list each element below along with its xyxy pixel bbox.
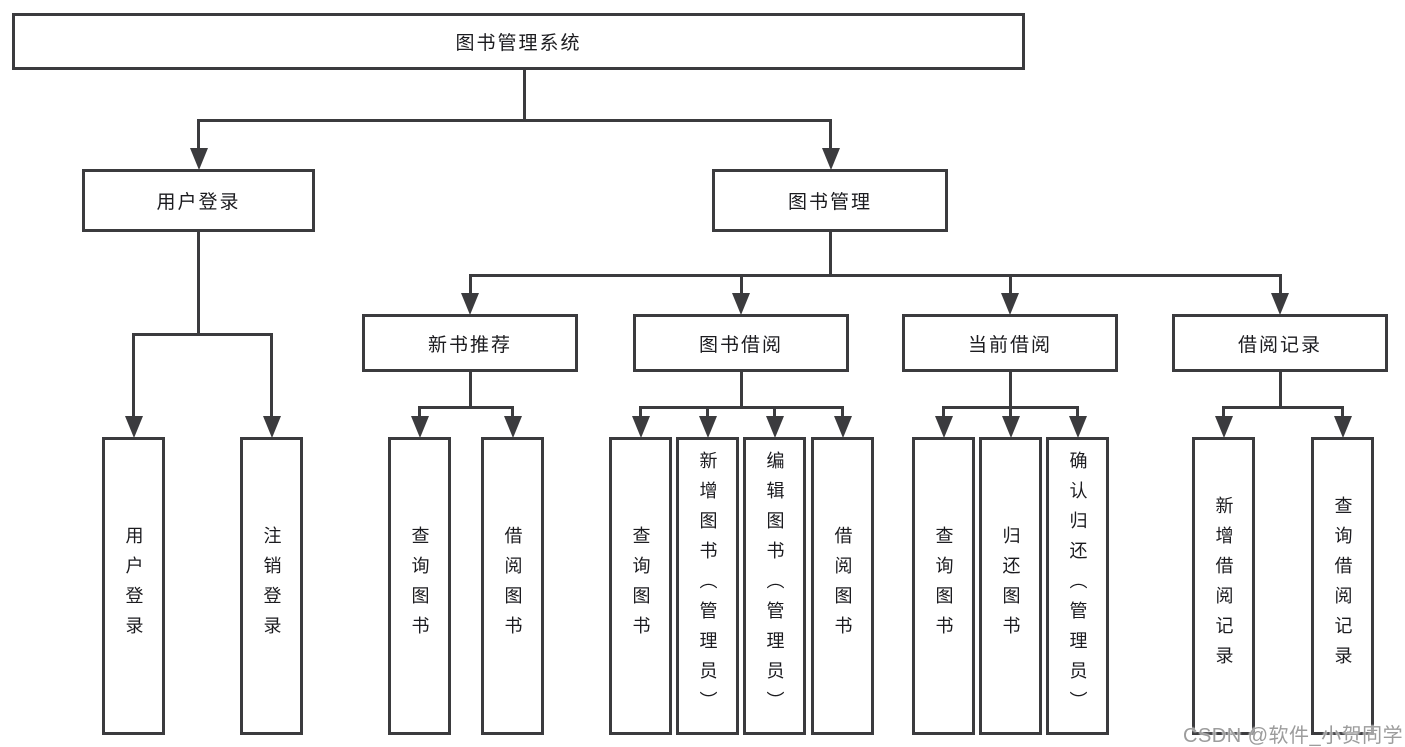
arrowhead-borrow-rec	[1271, 293, 1289, 315]
leaf-borrow-books-label: 借阅图书	[832, 526, 853, 646]
leaf-query-borrow-record: 查询借阅记录	[1311, 437, 1374, 735]
connector-bookborrow-crossbar	[639, 406, 844, 409]
leaf-query-books-current-label: 查询图书	[933, 526, 954, 646]
arrowhead-curr-borrow	[1001, 293, 1019, 315]
connector-drop-leaf	[706, 406, 709, 419]
connector-drop-leaf	[1076, 406, 1079, 419]
arrowhead-leaf	[503, 416, 522, 438]
csdn-watermark: CSDN @软件_小贺同学	[1183, 725, 1404, 747]
leaf-logout-label: 注销登录	[261, 526, 282, 646]
connector-drop-book-borrow	[739, 274, 743, 293]
leaf-user-login-label: 用户登录	[123, 526, 144, 646]
arrowhead-leaf	[410, 416, 429, 438]
node-new-book-rec-label: 新书推荐	[427, 334, 512, 356]
connector-bookmgmt-crossbar	[468, 274, 1282, 277]
connector-bookmgmt-stem	[829, 232, 832, 277]
connector-drop-leaf	[1009, 406, 1012, 419]
node-new-book-rec: 新书推荐	[362, 314, 578, 372]
leaf-confirm-return-admin: 确认归还（管理员）	[1046, 437, 1109, 735]
leaf-add-books-admin-label: 新增图书（管理员）	[697, 451, 718, 721]
connector-drop-leaf	[841, 406, 844, 419]
leaf-borrow-books-rec: 借阅图书	[481, 437, 544, 735]
node-current-borrow-label: 当前借阅	[967, 334, 1052, 356]
arrowhead-logout-leaf	[262, 416, 281, 438]
arrowhead-leaf	[765, 416, 784, 438]
connector-borrowrec-stem	[1278, 372, 1282, 409]
connector-drop-leaf	[1341, 406, 1344, 419]
arrowhead-leaf	[698, 416, 717, 438]
leaf-return-books-label: 归还图书	[1000, 526, 1021, 646]
connector-drop-leaf	[942, 406, 945, 419]
connector-userlogin-stem	[197, 232, 200, 336]
connector-drop-leaf	[773, 406, 776, 419]
node-user-login-label: 用户登录	[156, 192, 241, 213]
connector-bookborrow-stem	[739, 372, 743, 409]
node-user-login: 用户登录	[82, 169, 315, 232]
leaf-borrow-books-rec-label: 借阅图书	[502, 526, 523, 646]
arrowhead-leaf	[1333, 416, 1352, 438]
leaf-confirm-return-admin-label: 确认归还（管理员）	[1067, 451, 1088, 721]
connector-drop-new-book	[468, 274, 472, 293]
arrowhead-book-borrow	[732, 293, 750, 315]
connector-drop-leaf	[511, 406, 514, 419]
node-book-borrow-label: 图书借阅	[698, 334, 783, 356]
leaf-edit-books-admin-label: 编辑图书（管理员）	[764, 451, 785, 721]
connector-root-stem	[522, 70, 526, 122]
connector-drop-book-mgmt	[829, 119, 832, 148]
node-book-borrow: 图书借阅	[633, 314, 849, 372]
connector-drop-curr-borrow	[1008, 274, 1012, 293]
leaf-query-books-rec: 查询图书	[388, 437, 451, 735]
connector-drop-login-leaf	[132, 333, 135, 416]
node-library-system-label: 图书管理系统	[455, 33, 582, 54]
node-book-mgmt: 图书管理	[712, 169, 948, 232]
connector-drop-user-login	[197, 119, 200, 148]
arrowhead-leaf	[934, 416, 953, 438]
arrowhead-leaf	[1214, 416, 1233, 438]
connector-drop-borrow-rec	[1278, 274, 1282, 293]
connector-newbook-stem	[468, 372, 472, 409]
leaf-borrow-books: 借阅图书	[811, 437, 874, 735]
arrowhead-login-leaf	[124, 416, 143, 438]
connector-borrowrec-crossbar	[1222, 406, 1344, 409]
leaf-add-books-admin: 新增图书（管理员）	[676, 437, 739, 735]
leaf-return-books: 归还图书	[979, 437, 1042, 735]
leaf-user-login: 用户登录	[102, 437, 165, 735]
arrowhead-leaf	[1068, 416, 1087, 438]
connector-userlogin-crossbar	[132, 333, 273, 336]
connector-drop-logout-leaf	[270, 333, 273, 416]
arrowhead-leaf	[631, 416, 650, 438]
leaf-query-borrow-record-label: 查询借阅记录	[1332, 496, 1353, 676]
connector-newbook-crossbar	[418, 406, 514, 409]
node-book-mgmt-label: 图书管理	[787, 192, 872, 213]
leaf-query-books-borrow: 查询图书	[609, 437, 672, 735]
leaf-add-borrow-record: 新增借阅记录	[1192, 437, 1255, 735]
connector-drop-leaf	[1222, 406, 1225, 419]
leaf-query-books-borrow-label: 查询图书	[630, 526, 651, 646]
leaf-add-borrow-record-label: 新增借阅记录	[1213, 496, 1234, 676]
arrowhead-leaf	[1001, 416, 1020, 438]
arrowhead-user-login	[189, 148, 208, 170]
leaf-query-books-rec-label: 查询图书	[409, 526, 430, 646]
leaf-edit-books-admin: 编辑图书（管理员）	[743, 437, 806, 735]
connector-root-crossbar	[197, 119, 832, 122]
arrowhead-new-book	[461, 293, 479, 315]
arrowhead-leaf	[833, 416, 852, 438]
connector-drop-leaf	[639, 406, 642, 419]
leaf-logout: 注销登录	[240, 437, 303, 735]
node-borrow-records-label: 借阅记录	[1237, 334, 1322, 356]
node-borrow-records: 借阅记录	[1172, 314, 1388, 372]
leaf-query-books-current: 查询图书	[912, 437, 975, 735]
arrowhead-book-mgmt	[821, 148, 840, 170]
node-current-borrow: 当前借阅	[902, 314, 1118, 372]
connector-drop-leaf	[418, 406, 421, 419]
node-library-system: 图书管理系统	[12, 13, 1025, 70]
connector-currborrow-stem	[1008, 372, 1012, 409]
